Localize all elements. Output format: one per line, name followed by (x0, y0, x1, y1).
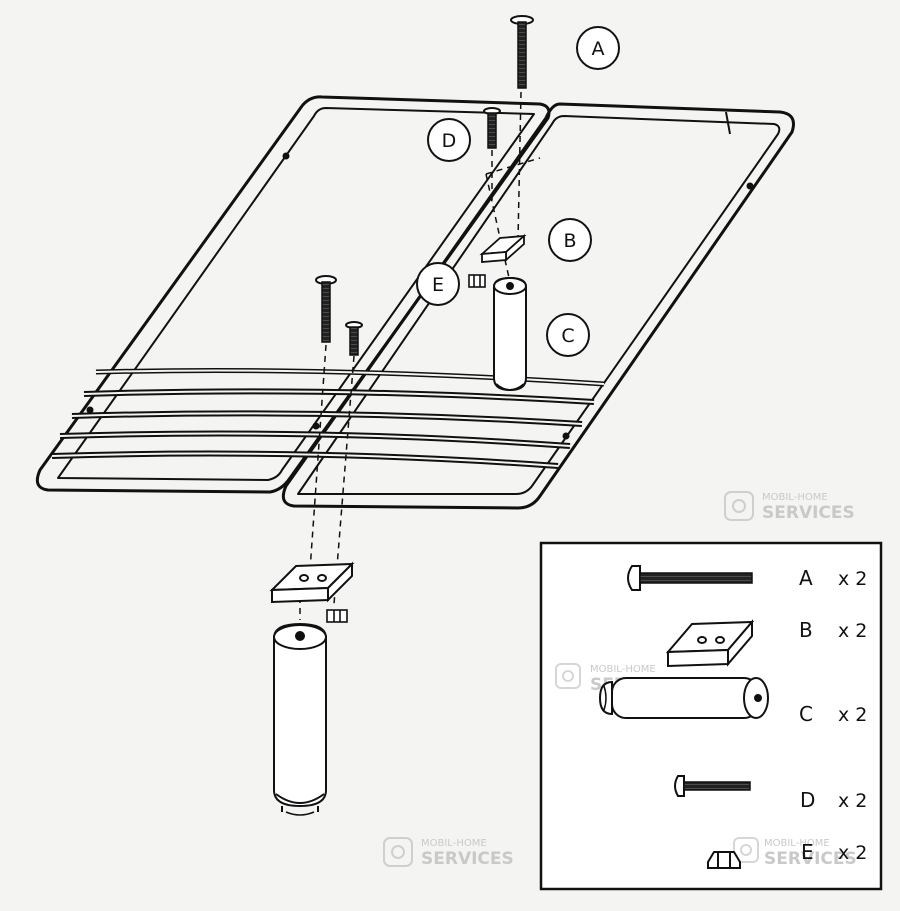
svg-text:x 2: x 2 (838, 568, 867, 590)
nut-e-lower (326, 609, 348, 623)
bolt-d-lower (345, 321, 363, 356)
svg-text:E: E (801, 840, 814, 864)
legend-row-a: A x 2 (627, 565, 867, 591)
bracket-icon (665, 619, 755, 668)
callout-a: A (576, 26, 620, 70)
bracket-b-upper (479, 233, 527, 263)
watermark-right: MOBIL-HOME SERVICES (724, 491, 855, 523)
svg-text:E: E (432, 274, 444, 296)
svg-text:x 2: x 2 (838, 842, 867, 864)
legend-row-c: C x 2 (598, 677, 867, 726)
svg-text:D: D (800, 788, 815, 812)
legend-row-d: D x 2 (674, 775, 867, 812)
nut-e-upper (468, 274, 486, 288)
svg-text:C: C (561, 325, 574, 347)
leg-c-upper (493, 276, 527, 392)
svg-text:x 2: x 2 (838, 704, 867, 726)
svg-text:SERVICES: SERVICES (762, 503, 855, 523)
svg-text:MOBIL-HOME: MOBIL-HOME (762, 492, 828, 503)
leg-icon (598, 677, 769, 719)
long-bolt-icon (627, 565, 753, 591)
callout-c: C (546, 313, 590, 357)
svg-text:MOBIL-HOME: MOBIL-HOME (764, 838, 830, 849)
svg-text:MOBIL-HOME: MOBIL-HOME (590, 664, 656, 675)
legend-row-b: B x 2 (665, 618, 867, 668)
svg-text:x 2: x 2 (838, 790, 867, 812)
short-bolt-icon (674, 775, 751, 797)
bracket-b-lower (269, 561, 355, 604)
right-frame-inner (297, 115, 781, 495)
bolt-a-upper (510, 15, 534, 89)
watermark-legend-2: MOBIL-HOME SERVICES (733, 837, 857, 869)
svg-text:x 2: x 2 (838, 620, 867, 642)
bolt-a-lower (315, 275, 337, 343)
nut-icon (707, 851, 741, 869)
callout-e: E (416, 262, 460, 306)
svg-text:MOBIL-HOME: MOBIL-HOME (421, 838, 487, 849)
parts-legend: MOBIL-HOME SERVICES MOBIL-HOME SERVICES … (539, 541, 883, 891)
svg-text:SERVICES: SERVICES (764, 849, 857, 869)
bed-slats (51, 368, 605, 469)
svg-text:B: B (799, 618, 813, 642)
svg-text:A: A (592, 38, 605, 60)
left-frame-inner (57, 107, 535, 481)
svg-text:A: A (799, 566, 813, 590)
legend-row-e: E x 2 (707, 840, 867, 869)
svg-text:B: B (563, 230, 576, 252)
svg-text:SERVICES: SERVICES (421, 849, 514, 869)
right-frame-outer (281, 102, 795, 510)
watermark-center: MOBIL-HOME SERVICES (383, 837, 514, 869)
leg-c-lower (273, 622, 327, 816)
bolt-d-upper (483, 107, 501, 149)
callout-d: D (427, 118, 471, 162)
bed-frame (35, 95, 795, 510)
svg-text:D: D (442, 130, 457, 152)
callout-b: B (548, 218, 592, 262)
svg-text:C: C (799, 702, 813, 726)
